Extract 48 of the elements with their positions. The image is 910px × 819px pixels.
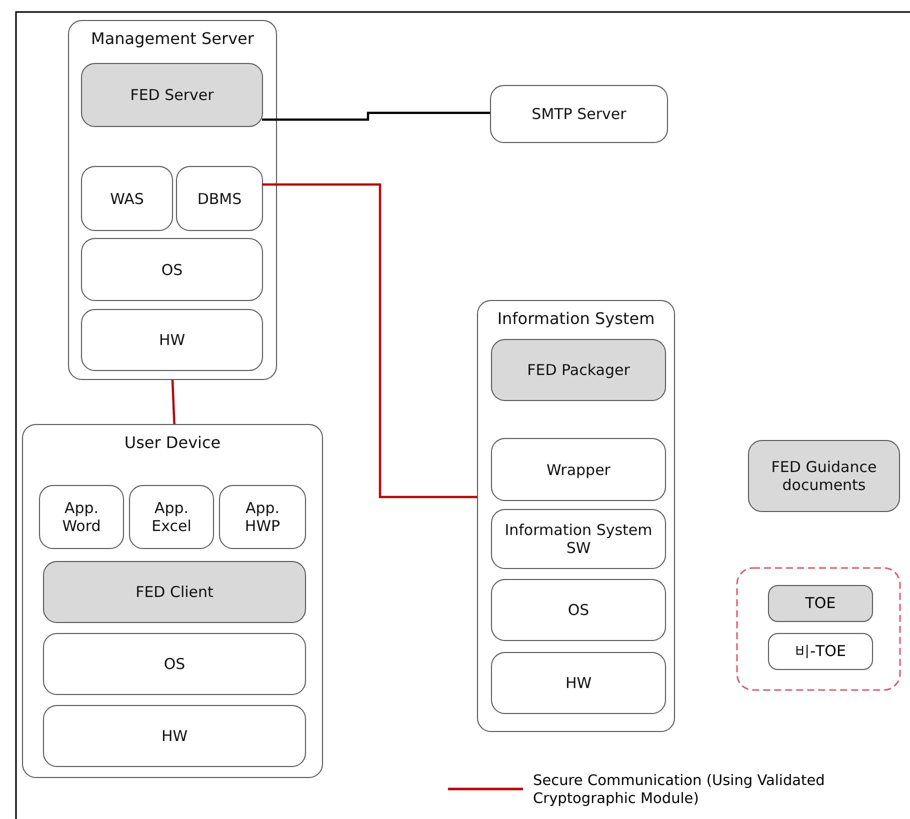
box-label: Wrapper: [546, 460, 612, 478]
component-box: [43, 561, 306, 623]
box-label: HW: [564, 674, 593, 692]
box-label: OS: [566, 601, 590, 619]
box-label: SMTP Server: [530, 105, 628, 123]
component-box: [129, 485, 214, 549]
box-label: OS: [162, 655, 186, 673]
group-container: [22, 424, 323, 778]
box-label: Information System SW: [504, 521, 654, 557]
connector-line: [262, 112, 490, 121]
connector-line: [262, 183, 477, 498]
box-label: HW: [158, 331, 186, 349]
component-box: [43, 705, 306, 767]
box-label: FED Client: [134, 583, 214, 601]
component-box: [491, 339, 666, 401]
component-box: [491, 509, 666, 569]
group-heading: Management Server: [90, 29, 255, 48]
connector-line: [171, 380, 176, 424]
legend-label: 비-TOE: [794, 642, 847, 660]
component-box: [176, 166, 263, 231]
component-box: [491, 438, 666, 501]
component-box: [81, 166, 173, 231]
component-box: [39, 485, 124, 549]
group-heading: Information System: [496, 309, 656, 328]
box-label: App. Excel: [150, 499, 192, 535]
legend-label: TOE: [804, 594, 837, 612]
box-label: FED Server: [129, 86, 215, 104]
legend-label: Secure Communication (Using Validated Cryptographic Module): [533, 772, 826, 808]
box-label: App. Word: [61, 499, 102, 535]
box-label: FED Guidance documents: [770, 458, 878, 494]
group-heading: User Device: [123, 433, 222, 452]
component-box: [219, 485, 306, 549]
box-label: DBMS: [196, 190, 243, 208]
group-container: [68, 20, 277, 380]
box-label: OS: [160, 260, 184, 278]
component-box: [491, 652, 666, 714]
component-box: [490, 85, 668, 143]
group-container: [477, 300, 675, 732]
box-label: App. HWP: [244, 499, 282, 535]
component-box: [43, 633, 306, 695]
component-box: [81, 238, 263, 301]
component-box: [491, 579, 666, 641]
box-label: FED Packager: [526, 361, 631, 379]
component-box: [81, 63, 263, 127]
box-label: HW: [160, 727, 189, 745]
box-label: WAS: [109, 190, 145, 208]
component-box: [81, 309, 263, 371]
component-box: [748, 440, 900, 512]
